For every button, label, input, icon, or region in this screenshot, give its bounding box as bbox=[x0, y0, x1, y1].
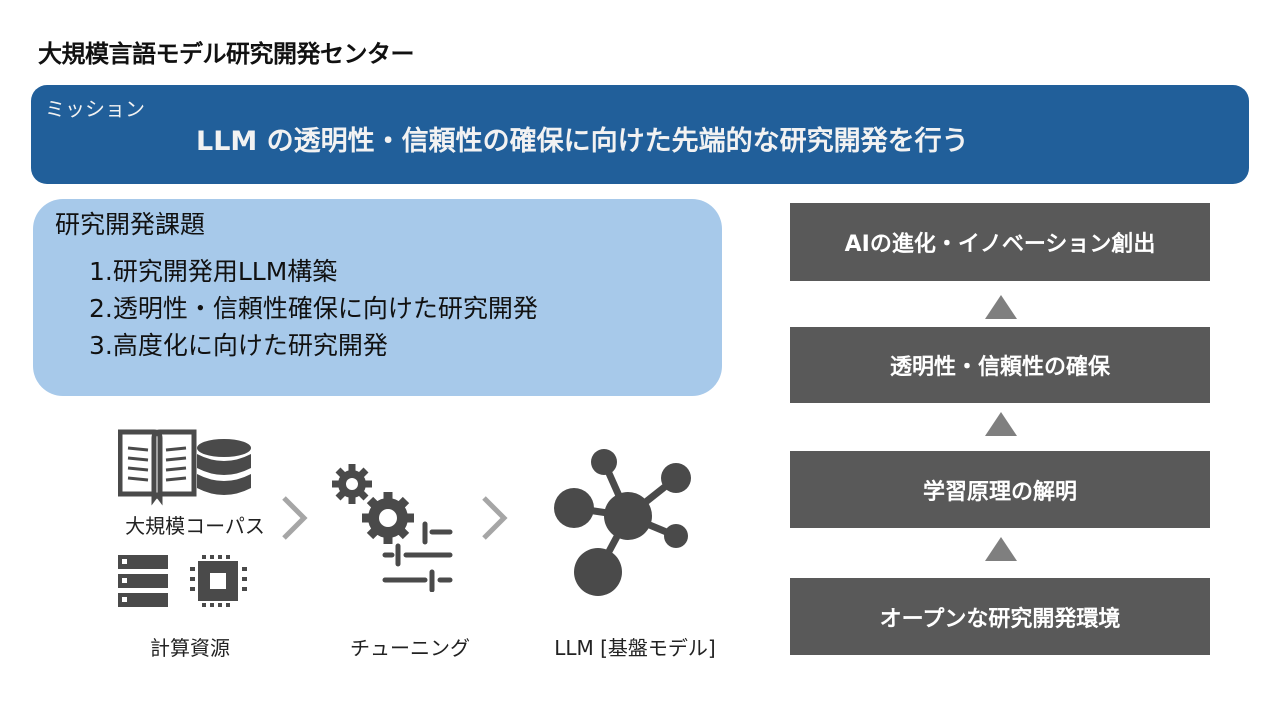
task-item: 3.高度化に向けた研究開発 bbox=[89, 331, 388, 360]
gears-sliders-icon bbox=[332, 464, 453, 592]
tuning-label: チューニング bbox=[350, 636, 470, 660]
llm-label: LLM [基盤モデル] bbox=[554, 636, 716, 660]
server-chip-icon bbox=[118, 555, 247, 607]
stack-box-open-environment: オープンな研究開発環境 bbox=[790, 578, 1210, 655]
chevron-right-icon bbox=[482, 496, 508, 540]
mission-text: LLM の透明性・信頼性の確保に向けた先端的な研究開発を行う bbox=[196, 126, 969, 157]
task-item: 2.透明性・信頼性確保に向けた研究開発 bbox=[89, 294, 538, 323]
research-tasks-panel: 研究開発課題 1.研究開発用LLM構築 2.透明性・信頼性確保に向けた研究開発 … bbox=[33, 199, 722, 396]
compute-label: 計算資源 bbox=[150, 636, 230, 660]
stack-box-transparency: 透明性・信頼性の確保 bbox=[790, 327, 1210, 403]
mission-label: ミッション bbox=[45, 97, 145, 121]
book-icon bbox=[118, 429, 197, 506]
mission-banner: ミッション LLM の透明性・信頼性の確保に向けた先端的な研究開発を行う bbox=[31, 85, 1249, 184]
chevron-right-icon bbox=[282, 496, 308, 540]
stack-box-learning-principles: 学習原理の解明 bbox=[790, 451, 1210, 528]
database-icon bbox=[197, 439, 251, 495]
up-arrow-icon bbox=[985, 537, 1017, 561]
up-arrow-icon bbox=[985, 295, 1017, 319]
corpus-label: 大規模コーパス bbox=[125, 514, 265, 538]
up-arrow-icon bbox=[985, 412, 1017, 436]
page-title: 大規模言語モデル研究開発センター bbox=[38, 40, 415, 68]
network-icon bbox=[554, 449, 691, 596]
tasks-heading: 研究開発課題 bbox=[55, 210, 206, 239]
tasks-list: 1.研究開発用LLM構築 2.透明性・信頼性確保に向けた研究開発 3.高度化に向… bbox=[89, 253, 538, 364]
task-item: 1.研究開発用LLM構築 bbox=[89, 257, 338, 286]
stack-box-innovation: AIの進化・イノベーション創出 bbox=[790, 203, 1210, 281]
